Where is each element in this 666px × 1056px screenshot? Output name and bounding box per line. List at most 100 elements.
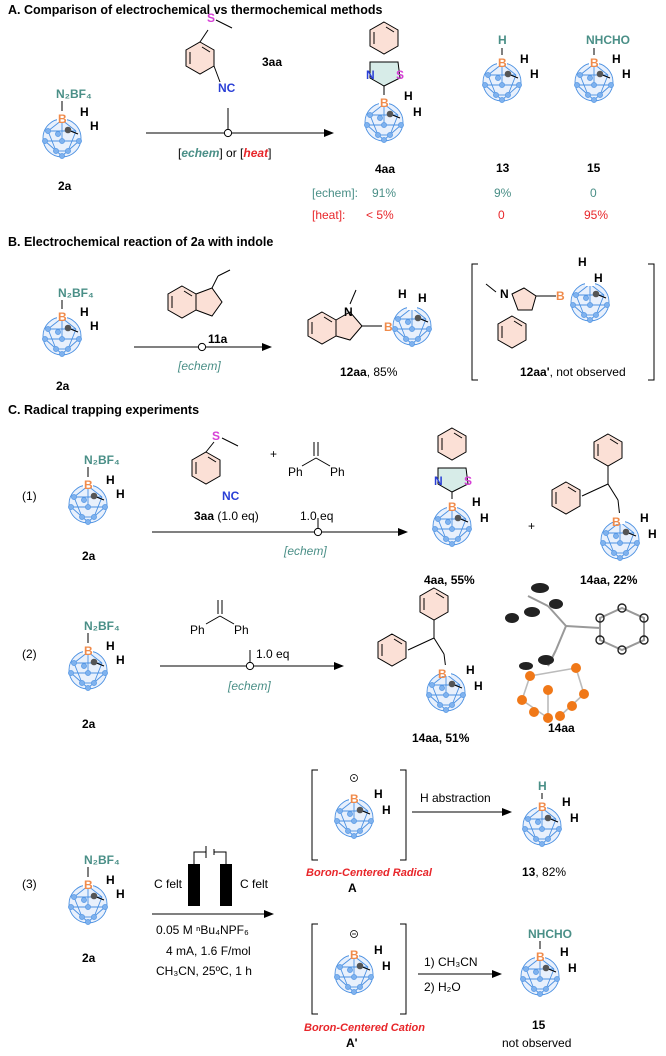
experiment-number: (2) <box>22 647 37 661</box>
sulfur-atom: S <box>212 429 220 443</box>
hydrogen-atom: H <box>612 52 621 66</box>
hydrogen-atom: H <box>530 67 539 81</box>
product-13: H B H H 13 <box>481 33 539 175</box>
hydrogen-atom: H <box>480 511 489 525</box>
step-1: 1) CH₃CN <box>424 955 478 969</box>
reagent-exp2: Ph Ph 1.0 eq <box>190 600 289 661</box>
n2bf4-group: N₂BF₄ <box>56 87 92 101</box>
product-14aa-exp2: B H H 14aa, 51% <box>377 587 483 745</box>
compound-label: 2a <box>58 179 72 193</box>
electrochemical-cell: C felt C felt <box>154 846 269 906</box>
phenyl-label: Ph <box>330 465 345 479</box>
xray-structure-14aa: 14aa <box>505 583 649 735</box>
hydrogen-atom: H <box>374 787 383 801</box>
plus-sign: + <box>270 447 277 461</box>
compound-2a-exp2: N₂BF₄ B H H 2a <box>67 619 125 731</box>
arrow-sectionB: [echem] <box>134 342 272 373</box>
radical-name: Boron-Centered Radical <box>306 867 433 879</box>
hydrogen-atom: H <box>80 105 89 119</box>
compound-label: 15 <box>587 161 601 175</box>
hydrogen-atom: H <box>90 319 99 333</box>
intermediate-radical-A: B H H Boron-Centered Radical A <box>306 769 433 895</box>
hydrogen-atom: H <box>472 495 481 509</box>
hydrogen-atom: H <box>106 473 115 487</box>
intermediate-cation-A-prime: B H H Boron-Centered Cation A' <box>304 923 425 1050</box>
product-4aa-caption: 4aa, 55% <box>424 573 475 587</box>
section-a-title: A. Comparison of electrochemical vs ther… <box>8 3 382 17</box>
hydrogen-atom: H <box>560 945 569 959</box>
product-4aa: N S B H H 4aa <box>363 21 422 176</box>
bracket-caption: 12aa', not observed <box>520 365 626 379</box>
boron-atom: B <box>84 644 93 658</box>
phenyl-label: Ph <box>234 623 249 637</box>
arrow-cation-steps: 1) CH₃CN 2) H₂O <box>418 955 502 994</box>
hydrogen-atom: H <box>106 873 115 887</box>
arrow-exp1: [echem] <box>152 518 408 558</box>
section-c-title: C. Radical trapping experiments <box>8 403 199 417</box>
product-15: NHCHO B H H 15 <box>573 33 631 175</box>
compound-2a-sectionA: N₂BF₄ B H H 2a <box>41 87 99 193</box>
compound-2a-sectionB: N₂BF₄ B H H 2a <box>41 286 99 393</box>
compound-label: 4aa <box>375 162 395 176</box>
reagents-exp1: S NC 3aa (1.0 eq) + Ph Ph 1.0 eq <box>191 429 345 523</box>
hydrogen-atom: H <box>594 271 603 285</box>
boron-atom: B <box>438 667 447 681</box>
product-13-exp3: H B H H 13, 82% <box>521 779 579 879</box>
compound-2a-exp3: N₂BF₄ B H H 2a <box>67 853 125 965</box>
conditions-exp2: [echem] <box>227 679 271 693</box>
hydrogen-atom: H <box>116 653 125 667</box>
reagent-11a: 11a <box>167 269 231 346</box>
boron-atom: B <box>448 500 457 514</box>
cation-name: Boron-Centered Cation <box>304 1022 425 1034</box>
n2bf4-group: N₂BF₄ <box>58 286 94 300</box>
boron-atom: B <box>84 478 93 492</box>
top-substituent: H <box>538 779 547 793</box>
boron-atom: B <box>84 878 93 892</box>
yield-table-sectionA: [echem]: 91% 9% 0 [heat]: < 5% 0 95% <box>312 186 608 222</box>
conditions-exp1: [echem] <box>283 544 327 558</box>
hydrogen-atom: H <box>382 803 391 817</box>
product-13-caption: 13, 82% <box>522 865 566 879</box>
plus-sign: + <box>528 519 535 533</box>
boron-atom: B <box>612 515 621 529</box>
product-14aa-exp1: B H H 14aa, 22% <box>551 433 657 587</box>
reagent-label: 11a <box>208 332 228 346</box>
top-substituent: NHCHO <box>586 33 630 47</box>
product-12aa-caption: 12aa, 85% <box>340 365 398 379</box>
product-14aa-caption: 14aa, 51% <box>412 731 470 745</box>
boron-atom: B <box>556 289 565 303</box>
conditions-sectionB: [echem] <box>177 359 221 373</box>
nitrogen-atom: N <box>344 305 353 319</box>
boron-atom: B <box>58 310 67 324</box>
compound-label: 2a <box>56 379 70 393</box>
n2bf4-group: N₂BF₄ <box>84 853 120 867</box>
hydrogen-atom: H <box>474 679 483 693</box>
reagent-3aa-caption: 3aa (1.0 eq) <box>194 509 259 523</box>
experiment-number: (1) <box>22 489 37 503</box>
compound-label: 15 <box>532 1018 546 1032</box>
reagent-label: 3aa <box>262 55 282 69</box>
boron-atom: B <box>590 56 599 70</box>
boron-atom: B <box>384 320 393 334</box>
phenyl-label: Ph <box>288 465 303 479</box>
experiment-number: (3) <box>22 877 37 891</box>
yield-heat-4aa: < 5% <box>366 208 394 222</box>
hydrogen-atom: H <box>578 255 587 269</box>
hydrogen-atom: H <box>106 639 115 653</box>
n2bf4-group: N₂BF₄ <box>84 453 120 467</box>
yield-heat-15: 95% <box>584 208 608 222</box>
bracket-12aa-prime: N B H H 12aa', not observed <box>471 255 655 381</box>
conditions-sectionA: [echem] or [heat] <box>178 146 271 160</box>
condition-current: 4 mA, 1.6 F/mol <box>166 944 251 958</box>
compound-label: 2a <box>82 717 96 731</box>
condition-electrolyte: 0.05 M ⁿBu₄NPF₆ <box>156 923 249 937</box>
boron-atom: B <box>536 950 545 964</box>
step-2: 2) H₂O <box>424 980 461 994</box>
cation-label: A' <box>346 1036 358 1050</box>
phenyl-label: Ph <box>190 623 205 637</box>
boron-atom: B <box>538 800 547 814</box>
boron-atom: B <box>380 96 389 110</box>
reagent2-eq: 1.0 eq <box>300 509 333 523</box>
boron-atom: B <box>350 792 359 806</box>
